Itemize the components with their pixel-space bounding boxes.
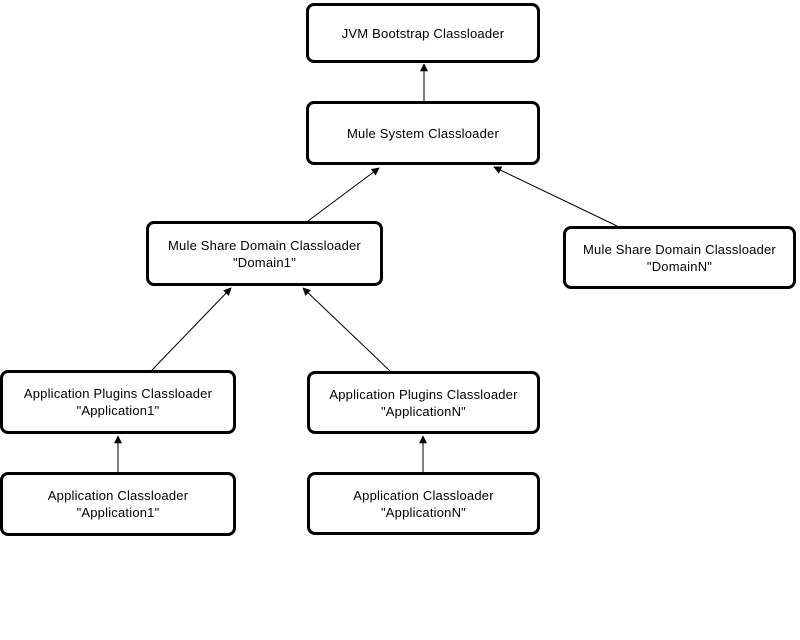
arrow-domain1-to-mulesys	[307, 167, 380, 222]
node-sublabel: "DomainN"	[646, 258, 713, 274]
node-sublabel: "ApplicationN"	[380, 403, 466, 419]
node-application-plugins-classloader-application1: Application Plugins Classloader "Applica…	[0, 370, 236, 434]
node-jvm-bootstrap-classloader: JVM Bootstrap Classloader	[306, 3, 540, 63]
node-label: Mule Share Domain Classloader	[168, 237, 361, 253]
arrow-pluginsN-to-domain1	[302, 287, 391, 372]
node-label: Application Classloader	[353, 487, 494, 503]
node-application-classloader-application1: Application Classloader "Application1"	[0, 472, 236, 536]
arrow-domainN-to-mulesys	[493, 166, 618, 227]
node-label: Mule Share Domain Classloader	[583, 241, 776, 257]
node-sublabel: "ApplicationN"	[380, 504, 466, 520]
node-label: Application Classloader	[47, 488, 189, 503]
arrow-plugins1-to-domain1	[151, 287, 232, 371]
node-label: JVM Bootstrap Classloader	[341, 25, 505, 41]
node-mule-share-domain-classloader-domainN: Mule Share Domain Classloader "DomainN"	[563, 226, 796, 289]
node-sublabel: "Application1"	[76, 403, 160, 418]
node-label: Application Plugins Classloader	[23, 386, 213, 401]
node-sublabel: "Domain1"	[232, 254, 297, 270]
node-application-plugins-classloader-applicationN: Application Plugins Classloader "Applica…	[307, 371, 540, 434]
node-label: Application Plugins Classloader	[329, 386, 518, 402]
node-mule-share-domain-classloader-domain1: Mule Share Domain Classloader "Domain1"	[146, 221, 383, 286]
node-mule-system-classloader: Mule System Classloader	[306, 101, 540, 165]
node-label: Mule System Classloader	[347, 125, 499, 141]
node-application-classloader-applicationN: Application Classloader "ApplicationN"	[307, 472, 540, 535]
node-sublabel: "Application1"	[76, 505, 160, 520]
